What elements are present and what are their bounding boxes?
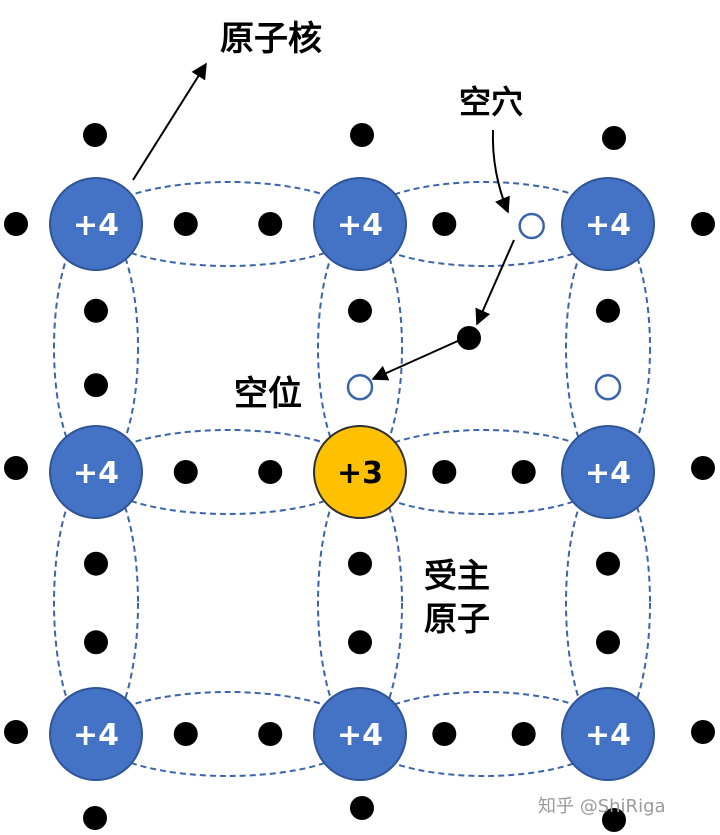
electron xyxy=(602,808,626,832)
electron xyxy=(432,722,457,746)
silicon-nucleus xyxy=(49,177,143,271)
electron xyxy=(348,298,372,323)
nucleus-charge-label: +4 xyxy=(585,456,631,491)
electron xyxy=(691,720,715,744)
vacancy-marker xyxy=(594,373,622,401)
hole-pointer-arrow xyxy=(491,129,510,214)
valence-electrons xyxy=(4,123,715,832)
electron xyxy=(173,212,198,236)
nucleus-charge-label: +3 xyxy=(337,456,383,491)
acceptor-nucleus xyxy=(313,425,407,519)
nucleus-charge-label: +4 xyxy=(337,208,383,243)
electron xyxy=(83,806,107,830)
nucleus-charge-label: +4 xyxy=(585,208,631,243)
acceptor-label-line2: 原子 xyxy=(424,599,490,638)
silicon-nucleus xyxy=(313,177,407,271)
hole-marker xyxy=(518,212,545,240)
watermark: 知乎 @ShiRiga xyxy=(538,796,666,817)
electron xyxy=(432,460,457,484)
hole-label: 空穴 xyxy=(459,83,523,121)
electron xyxy=(348,630,372,655)
electron xyxy=(432,212,457,236)
nucleus-charge-label: +4 xyxy=(585,718,631,753)
electron xyxy=(348,551,372,576)
nucleus-charge-label: +4 xyxy=(73,456,119,491)
nucleus-charge-label: +4 xyxy=(73,208,119,243)
electron xyxy=(258,722,283,746)
electron xyxy=(596,630,620,655)
nucleus-label: 原子核 xyxy=(220,19,322,59)
electron xyxy=(457,326,481,350)
electron xyxy=(350,123,374,147)
silicon-nucleus xyxy=(313,687,407,781)
electron xyxy=(350,796,374,820)
electron xyxy=(173,460,198,484)
atom-nuclei: +4 +4 +4 +4 +3 +4 +4 +4 +4 xyxy=(49,177,655,781)
electron xyxy=(83,123,107,147)
electron xyxy=(602,126,626,150)
silicon-nucleus xyxy=(49,687,143,781)
electron xyxy=(4,456,28,480)
vacancy-marker xyxy=(346,373,374,401)
electron xyxy=(4,720,28,744)
electron xyxy=(596,298,620,323)
electron xyxy=(84,373,108,398)
electron xyxy=(511,722,536,746)
electron xyxy=(691,456,715,480)
silicon-nucleus xyxy=(49,425,143,519)
silicon-nucleus xyxy=(561,425,655,519)
acceptor-label-line1: 受主 xyxy=(424,556,490,595)
electron xyxy=(4,212,28,236)
electron xyxy=(596,551,620,576)
silicon-nucleus xyxy=(561,687,655,781)
nucleus-charge-label: +4 xyxy=(73,718,119,753)
nucleus-charge-label: +4 xyxy=(337,718,383,753)
vacancy-label: 空位 xyxy=(234,374,302,414)
nucleus-pointer-arrow xyxy=(132,62,207,181)
electron xyxy=(258,212,283,236)
holes xyxy=(346,212,622,401)
electron xyxy=(84,551,108,576)
arrows xyxy=(132,62,515,381)
electron xyxy=(173,722,198,746)
electron xyxy=(84,630,108,655)
silicon-nucleus xyxy=(561,177,655,271)
electron-move-arrow xyxy=(475,239,515,326)
electron xyxy=(691,212,715,236)
electron xyxy=(511,460,536,484)
electron xyxy=(258,460,283,484)
vacancy-fill-arrow xyxy=(371,339,461,381)
electron xyxy=(84,298,108,323)
